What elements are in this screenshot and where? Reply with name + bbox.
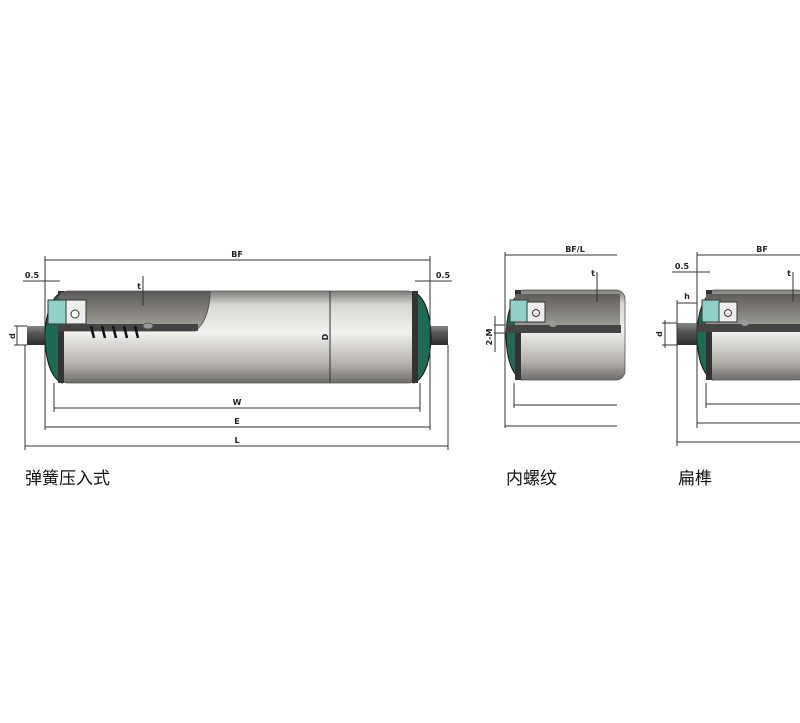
t-label: t bbox=[591, 269, 595, 278]
D-label: D bbox=[321, 333, 330, 340]
caption-internal-thread: 内螺纹 bbox=[506, 469, 557, 489]
e-label: E bbox=[234, 417, 239, 426]
caption-flat-tenon: 扁榫 bbox=[678, 469, 712, 489]
bf-l-label: BF/L bbox=[565, 245, 585, 254]
spring-icon bbox=[89, 325, 140, 339]
w-label: W bbox=[233, 398, 242, 407]
thread-label: 2-M bbox=[485, 329, 494, 346]
t-label: t bbox=[137, 282, 141, 291]
left-gap-label: 0.5 bbox=[25, 271, 40, 280]
d-label: d bbox=[655, 331, 664, 337]
d-label: d bbox=[8, 333, 17, 339]
caption-spring-loaded: 弹簧压入式 bbox=[25, 469, 110, 489]
right-gap-label: 0.5 bbox=[436, 271, 451, 280]
h-label: h bbox=[684, 292, 690, 301]
flat-tenon-shaft bbox=[677, 323, 702, 345]
left-end-band bbox=[58, 291, 64, 383]
right-end-band bbox=[412, 291, 418, 383]
bf-label: BF bbox=[756, 245, 768, 254]
view-spring-loaded: BF 0.5 0.5 t d D W E L 弹簧压入式 bbox=[8, 250, 452, 489]
t-label: t bbox=[787, 269, 791, 278]
gap-label: 0.5 bbox=[675, 262, 690, 271]
bearing-housing bbox=[47, 299, 69, 325]
view-flat-tenon: BF 0.5 h d t 扁榫 bbox=[655, 245, 800, 489]
l-label: L bbox=[234, 436, 239, 445]
bf-label: BF bbox=[231, 250, 243, 259]
view-internal-thread: BF/L 2-M t 内螺纹 bbox=[485, 245, 626, 489]
inner-shaft bbox=[58, 324, 198, 331]
